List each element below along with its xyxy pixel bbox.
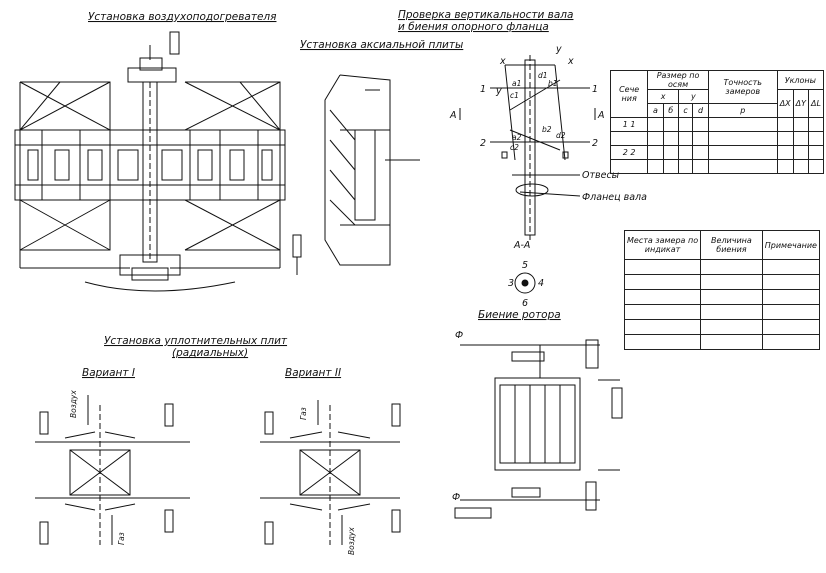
th-size-by-axes: Размер по осям — [647, 70, 709, 90]
label-section-1-left: 1 — [480, 84, 486, 95]
label-d1: d1 — [538, 71, 548, 80]
th-measure-place: Места замера по индикат — [623, 230, 702, 260]
label-b1: b1 — [548, 79, 558, 88]
label-section-2-right: 2 — [592, 138, 598, 149]
label-arrow-a-left: А — [449, 110, 457, 121]
label-plumb-lines: Отвесы — [582, 170, 620, 181]
th-d: d — [692, 103, 709, 118]
axial-plate-drawing — [324, 74, 420, 266]
th-dx: ΔX — [776, 89, 794, 118]
th-a: a — [647, 103, 664, 118]
table-row — [623, 319, 821, 335]
label-b2: b2 — [542, 125, 552, 134]
rotor-runout-drawing — [454, 339, 623, 519]
th-p: p — [707, 103, 778, 118]
table-row — [623, 334, 821, 350]
th-b: б — [662, 103, 679, 118]
variant-1-drawing — [35, 395, 190, 545]
label-gas-v2: Газ — [299, 407, 308, 420]
label-phi-top: Ф — [455, 330, 463, 341]
label-shaft-flange: Фланец вала — [582, 192, 647, 203]
th-y: y — [677, 89, 709, 104]
th-x: x — [647, 89, 679, 104]
label-section-a-a: А-А — [513, 240, 530, 251]
label-point-3: 3 — [508, 278, 514, 289]
air-heater-drawing — [14, 31, 302, 292]
label-point-6: 6 — [522, 298, 528, 309]
label-air-v1: Воздух — [69, 390, 78, 418]
label-a2: a2 — [512, 133, 522, 142]
label-section-2-left: 2 — [480, 138, 486, 149]
label-c1: c1 — [510, 91, 519, 100]
row-label-2-2: 2 2 — [609, 145, 649, 160]
th-runout-value: Величина биения — [700, 230, 763, 260]
title-axial-plate-1: Установка аксиальной плиты — [300, 39, 463, 51]
runout-table: Места замера по индикат Величина биения … — [623, 230, 821, 350]
label-point-5: 5 — [522, 260, 528, 271]
label-arrow-a-right: А — [597, 110, 605, 121]
label-c2: c2 — [510, 143, 519, 152]
table-row — [623, 289, 821, 305]
table-row — [623, 259, 821, 275]
table-row — [609, 131, 824, 146]
table-row: 2 2 — [609, 145, 824, 160]
shaft-verticality-drawing — [459, 55, 596, 294]
label-point-4: 4 — [538, 278, 544, 289]
label-air-v2: Воздух — [347, 527, 356, 555]
title-verticality-2: и биения опорного фланца — [398, 21, 549, 33]
th-section: Сече ния — [609, 70, 649, 118]
label-gas-v1: Газ — [117, 532, 126, 545]
row-label-1-1: 1 1 — [609, 117, 649, 132]
th-dl: ΔL — [808, 89, 824, 118]
label-x-right: x — [567, 56, 574, 67]
label-phi-bottom: Ф — [452, 492, 460, 503]
title-heater-installation: Установка воздухоподогревателя — [88, 11, 276, 23]
label-a1: a1 — [512, 79, 521, 88]
label-d2: d2 — [556, 131, 566, 140]
table-row: 1 1 — [609, 117, 824, 132]
label-section-1-right: 1 — [592, 84, 598, 95]
title-variant-2: Вариант II — [285, 367, 341, 379]
title-rotor-runout: Биение ротора — [478, 309, 561, 321]
label-x-left: x — [499, 56, 506, 67]
table-row — [623, 304, 821, 320]
label-y-left: y — [495, 86, 502, 97]
table-row — [609, 159, 824, 174]
title-verticality-1: Проверка вертикальности вала — [398, 9, 573, 21]
th-slopes: Уклоны — [776, 70, 825, 90]
title-radial-plates-2: (радиальных) — [172, 347, 248, 359]
title-radial-plates-1: Установка уплотнительных плит — [104, 335, 288, 347]
th-c: c — [677, 103, 694, 118]
title-variant-1: Вариант I — [82, 367, 135, 379]
th-note: Примечание — [761, 230, 821, 260]
label-y-top: y — [555, 44, 562, 55]
variant-2-drawing — [260, 400, 401, 545]
th-points: Точность замеров — [707, 70, 778, 104]
th-dy: ΔY — [792, 89, 810, 118]
verticality-table: Сече ния Размер по осям Точность замеров… — [609, 70, 825, 174]
table-row — [623, 274, 821, 290]
